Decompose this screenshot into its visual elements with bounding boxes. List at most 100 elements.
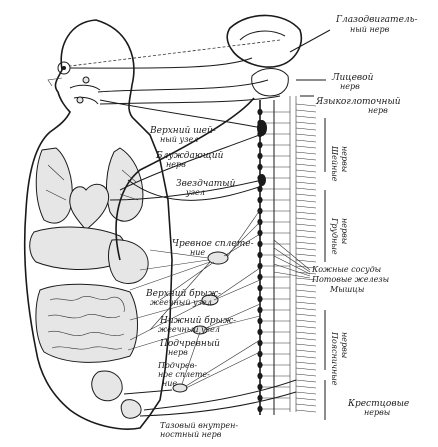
spinal-root-line	[295, 277, 317, 281]
spinal-root-line	[295, 247, 317, 251]
label-hypogastric-plexus-3: ние	[162, 379, 177, 388]
label-facial-2: нерв	[340, 82, 360, 91]
spinal-root-line	[295, 283, 317, 287]
chain-ganglion	[257, 383, 263, 391]
spinal-root-line	[295, 223, 317, 227]
spinal-root-line	[295, 211, 317, 215]
spinal-root-line	[295, 193, 317, 197]
label-stellate-1: Звездчатый	[176, 179, 236, 189]
label-vagus-2: нерв	[166, 160, 186, 169]
chain-ganglion	[257, 339, 263, 347]
label-cervical-1: Шейные	[330, 145, 339, 182]
spinal-root-line	[295, 145, 317, 149]
spinal-root-line	[295, 253, 317, 257]
head-organs	[57, 61, 101, 105]
spinal-root-line	[295, 181, 317, 185]
sympathetic-projections	[99, 99, 311, 417]
spinal-root-line	[295, 355, 317, 359]
label-sacral-1: Крестцовые	[347, 399, 409, 409]
chain-ganglion	[257, 317, 263, 325]
spinal-root-line	[295, 121, 317, 125]
chain-ganglion	[257, 108, 263, 116]
label-facial-1: Лицевой	[331, 73, 374, 83]
spinal-root-line	[295, 349, 317, 353]
label-solar-1: Чревное сплете-	[172, 239, 254, 249]
sympathetic-chain	[259, 96, 297, 415]
spinal-root-line	[295, 205, 317, 209]
pelvic-organs	[91, 370, 142, 419]
spinal-root-line	[295, 187, 317, 191]
liver-stomach	[29, 226, 149, 284]
spinal-root-line	[295, 199, 317, 203]
label-inf-mesenteric-1: Нижний брыж-	[159, 315, 236, 326]
spinal-root-line	[295, 319, 317, 323]
spinal-root-line	[295, 391, 317, 395]
label-oculomotor-2: ный нерв	[350, 25, 390, 34]
label-pelvic-1: Тазовый внутрен-	[160, 421, 238, 430]
chain-ganglion	[257, 361, 263, 369]
chain-ganglion	[257, 273, 263, 281]
spinal-root-line	[295, 169, 317, 173]
chain-ganglion	[257, 306, 263, 314]
chain-ganglion	[257, 295, 263, 303]
chain-ganglion	[257, 251, 263, 259]
major-ganglia	[172, 120, 267, 393]
chain-ganglion	[257, 262, 263, 270]
label-lumbar-2: нервы	[340, 332, 349, 358]
labels: Глазодвигатель- ный нерв Лицевой нерв Яз…	[145, 15, 418, 439]
chain-ganglion	[257, 152, 263, 160]
chain-ganglion	[257, 207, 263, 215]
chain-ganglion	[257, 372, 263, 380]
label-pelvic-2: ностный нерв	[160, 430, 222, 439]
label-glossopharyngeal-2: нерв	[368, 106, 388, 115]
lungs	[35, 147, 144, 224]
spinal-root-line	[295, 163, 317, 167]
label-hypogastric-nerve-2: нерв	[168, 348, 188, 357]
spinal-root-line	[295, 373, 317, 377]
spinal-root-line	[295, 367, 317, 371]
label-lumbar-1: Поясничные	[330, 331, 339, 386]
spinal-root-line	[295, 157, 317, 161]
body-outline	[23, 19, 173, 430]
spinal-root-line	[295, 109, 317, 113]
spinal-root-line	[295, 385, 317, 389]
chain-ganglion	[257, 196, 263, 204]
spinal-segments	[295, 103, 317, 413]
spinal-root-line	[295, 403, 317, 407]
spinal-root-line	[295, 337, 317, 341]
chain-ganglion	[257, 240, 263, 248]
spinal-root-line	[295, 235, 317, 239]
label-glossopharyngeal-1: Языкоглоточный	[315, 97, 401, 107]
chain-ganglion	[257, 405, 263, 413]
superior-cervical-ganglion	[257, 120, 267, 136]
spinal-root-line	[295, 361, 317, 365]
spinal-root-line	[295, 241, 317, 245]
cranial-nerves	[69, 29, 331, 261]
intestines	[35, 283, 138, 363]
chain-ganglion	[257, 284, 263, 292]
label-hypogastric-plexus-1: Подчрев-	[157, 361, 197, 370]
spinal-root-line	[295, 229, 317, 233]
spinal-root-line	[295, 409, 317, 413]
label-stellate-2: узел	[185, 188, 205, 197]
label-inf-mesenteric-2: жеечный узел	[158, 325, 220, 334]
label-skin-3: Мышцы	[329, 285, 364, 294]
spinal-root-line	[295, 127, 317, 131]
spinal-root-line	[295, 331, 317, 335]
chain-ganglion	[257, 394, 263, 402]
hypogastric-plexus-node	[172, 383, 188, 393]
spinal-root-line	[295, 217, 317, 221]
label-solar-2: ние	[190, 248, 205, 257]
spinal-root-line	[295, 115, 317, 119]
label-cervical-2: нервы	[340, 146, 349, 172]
spinal-root-line	[295, 313, 317, 317]
heart	[69, 183, 110, 231]
label-vagus-1: Блуждающий	[155, 151, 224, 161]
spinal-root-line	[295, 295, 317, 299]
spinal-root-line	[295, 139, 317, 143]
label-superior-cervical-1: Верхний шей-	[149, 126, 216, 136]
label-thoracic-1: Грудные	[330, 217, 339, 255]
spinal-root-line	[295, 325, 317, 329]
